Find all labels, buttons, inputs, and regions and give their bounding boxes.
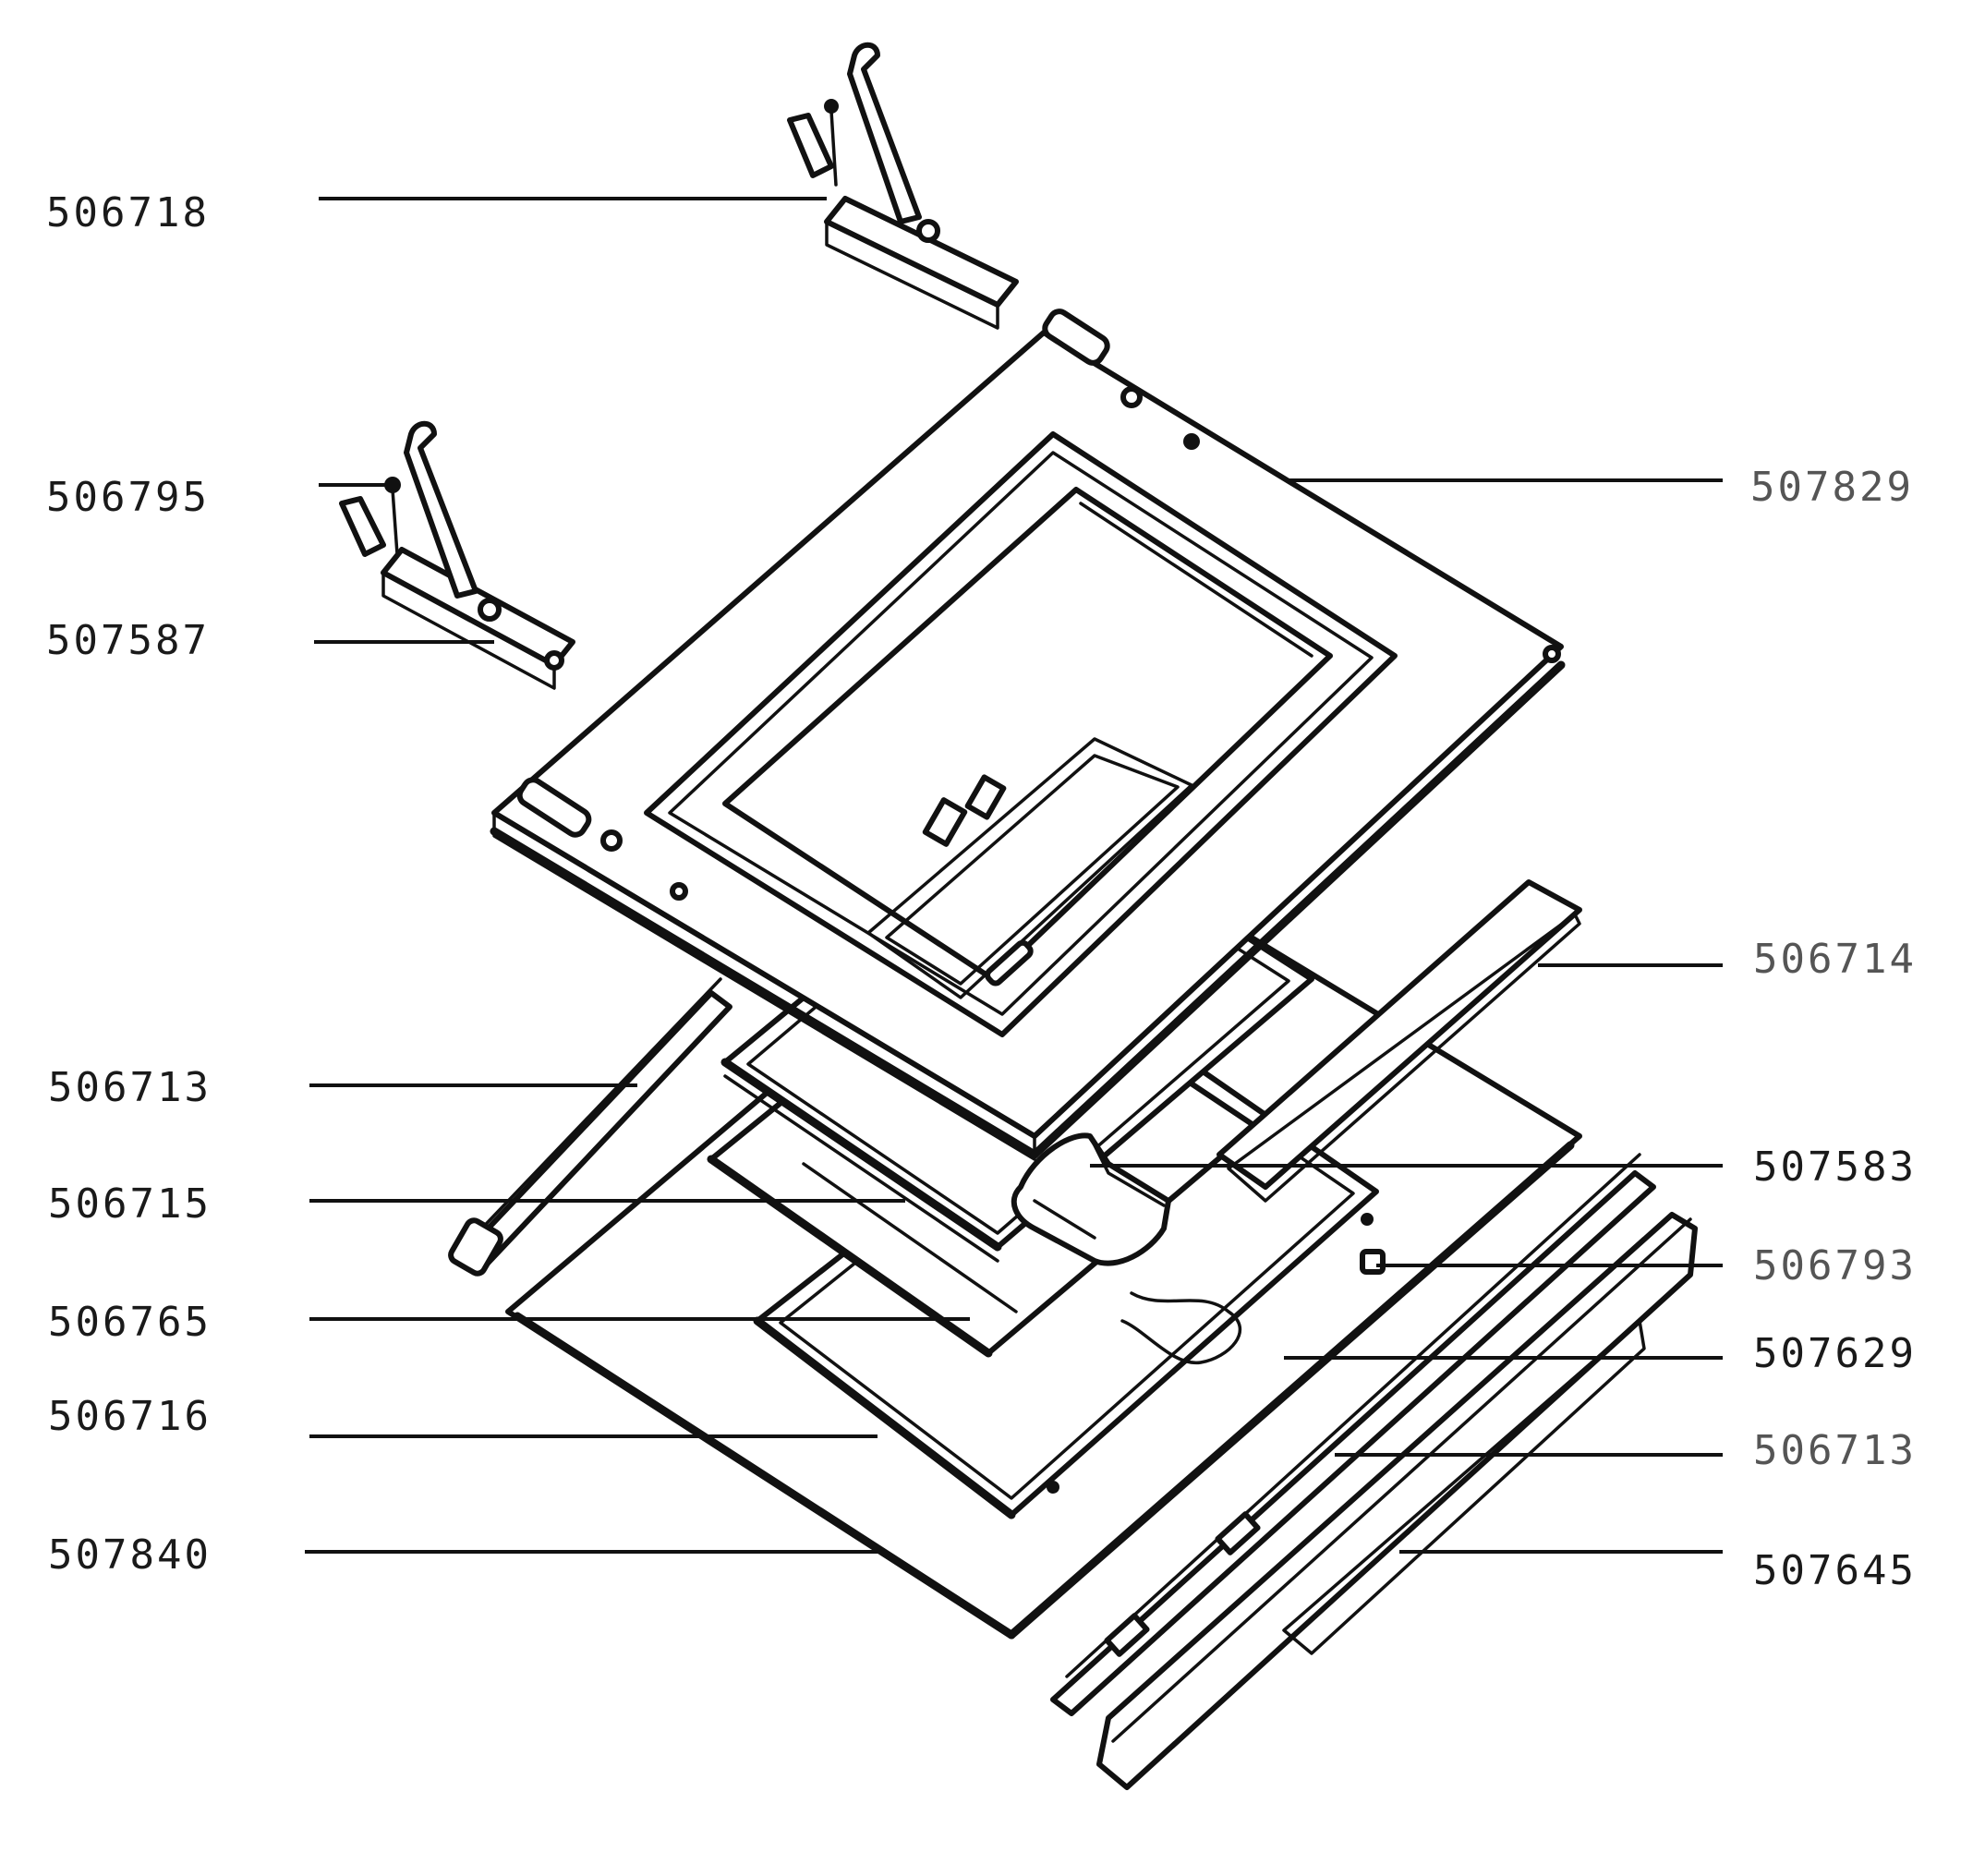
labels-right: 507829 506714 507583 506793 507629 50671… bbox=[1750, 464, 1917, 1594]
lbl-507587: 507587 bbox=[46, 617, 210, 664]
part-506795-screw bbox=[384, 477, 401, 556]
lbl-507629: 507629 bbox=[1753, 1330, 1917, 1377]
part-506714-top-strip bbox=[1216, 879, 1582, 1203]
lbl-506713-left: 506713 bbox=[48, 1064, 212, 1111]
lbl-506713-right: 506713 bbox=[1753, 1427, 1917, 1474]
part-507629-wire bbox=[1120, 1291, 1242, 1365]
lbl-506765: 506765 bbox=[48, 1299, 212, 1346]
lbl-506718: 506718 bbox=[46, 189, 210, 236]
lbl-506716: 506716 bbox=[48, 1393, 212, 1440]
labels-left: 506718 506795 507587 506713 506715 50676… bbox=[46, 189, 212, 1579]
lbl-507829: 507829 bbox=[1750, 464, 1914, 511]
part-506718-hinge bbox=[787, 42, 1019, 330]
lbl-506715: 506715 bbox=[48, 1180, 212, 1228]
lbl-506714: 506714 bbox=[1753, 936, 1917, 983]
part-506793-clip bbox=[1360, 1249, 1386, 1275]
lbl-506795: 506795 bbox=[46, 474, 210, 521]
lbl-507840: 507840 bbox=[48, 1531, 212, 1579]
part-507829-door-panel bbox=[490, 309, 1566, 1161]
lbl-507583: 507583 bbox=[1753, 1144, 1917, 1191]
lbl-506793: 506793 bbox=[1753, 1242, 1917, 1289]
lbl-507645: 507645 bbox=[1753, 1547, 1917, 1594]
part-506713-right-rail bbox=[1050, 1153, 1656, 1716]
part-507583-handle-bracket bbox=[1011, 1132, 1171, 1266]
leader-lines bbox=[305, 197, 1723, 1554]
part-507587-hinge bbox=[339, 420, 575, 690]
